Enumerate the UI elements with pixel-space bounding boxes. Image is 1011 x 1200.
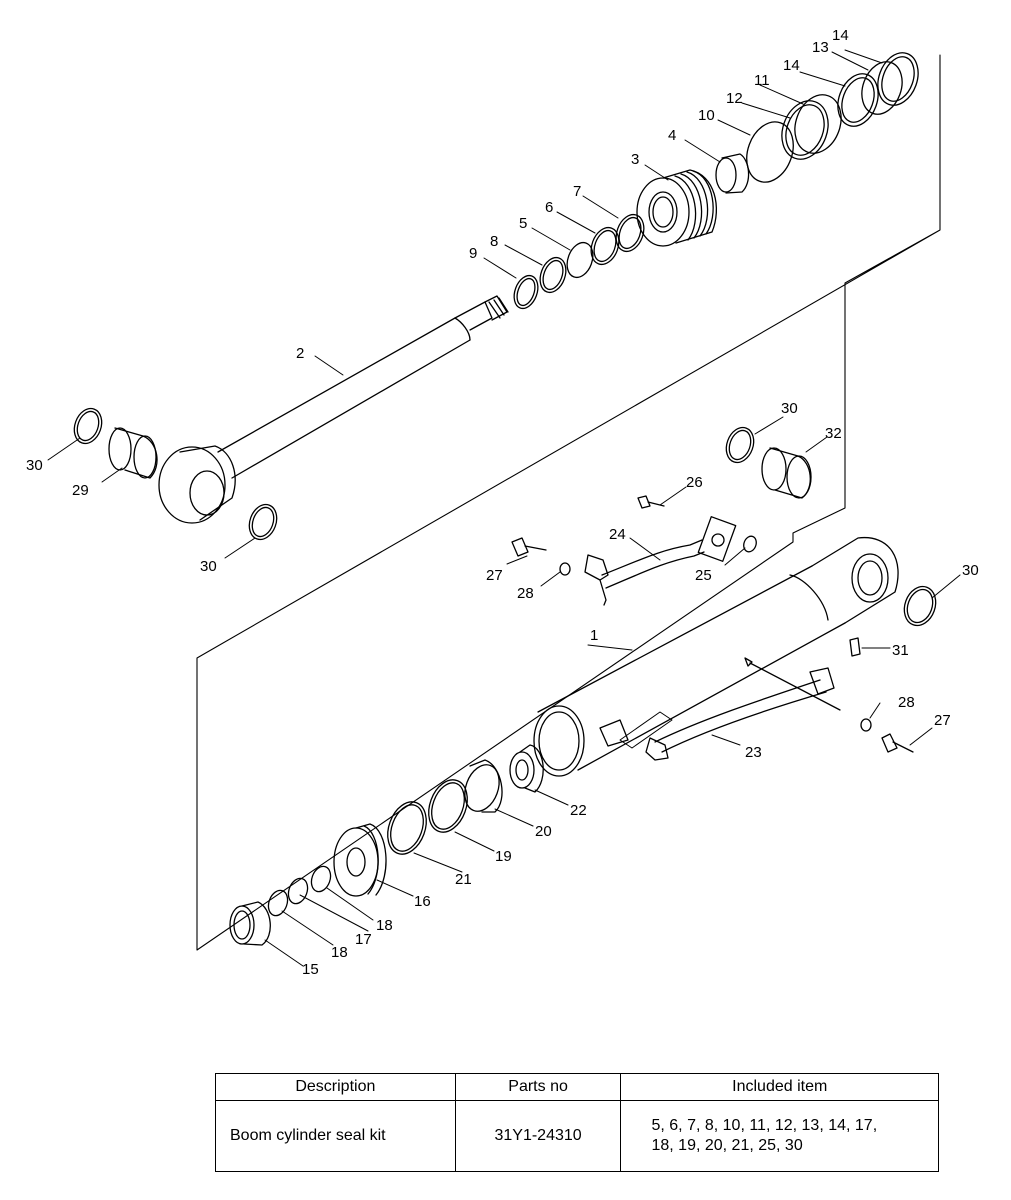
cell-description: Boom cylinder seal kit [215,1100,456,1172]
callout-28-upper: 28 [517,585,534,602]
pipe-23 [599,657,841,761]
cell-parts-no: 31Y1-24310 [454,1100,622,1172]
callout-14: 14 [783,57,800,74]
callout-23: 23 [745,744,762,761]
callout-25: 25 [695,567,712,584]
callout-22: 22 [570,802,587,819]
piston-rod [217,295,509,479]
bushing-4 [715,153,750,194]
callout-21: 21 [455,871,472,888]
callout-3: 3 [631,151,639,168]
bolt-26 [637,495,665,509]
ring-11 [794,94,842,154]
callout-15: 15 [302,961,319,978]
callout-2: 2 [296,345,304,362]
callout-18-lower: 18 [331,944,348,961]
ring-30-rod-left [73,407,103,445]
oring-25 [743,535,757,553]
callout-29: 29 [72,482,89,499]
callout-9: 9 [469,245,477,262]
ring-30-rod-right [248,503,278,541]
ring-18-upper [310,865,332,893]
ring-18-lower [267,889,289,917]
callout-11: 11 [754,72,770,89]
callout-7: 7 [573,183,581,200]
washer-28-lower [860,718,872,732]
table-row: Boom cylinder seal kit 31Y1-24310 5, 6, … [215,1100,939,1172]
callout-28-lower: 28 [898,694,915,711]
ring-8 [539,256,567,294]
callout-18-upper: 18 [376,917,393,934]
included-items-line-1: 5, 6, 7, 8, 10, 11, 12, 13, 14, 17, [651,1117,878,1134]
header-included-item: Included item [620,1073,939,1101]
cell-included-items: 5, 6, 7, 8, 10, 11, 12, 13, 14, 17, 18, … [620,1100,939,1172]
ring-9 [513,274,539,310]
ring-6 [590,226,620,266]
seal-kit-table: Description Parts no Included item Boom … [215,1073,939,1172]
callout-30-rod-left: 30 [26,457,43,474]
callout-24: 24 [609,526,626,543]
callout-19: 19 [495,848,512,865]
callout-12: 12 [726,90,743,107]
callout-27-lower: 27 [934,712,951,729]
header-description: Description [215,1073,456,1101]
ring-30-rod-left-inner [76,410,100,442]
ring-10 [746,121,794,183]
ring-20 [464,759,503,813]
nut-22 [509,744,544,793]
callout-30-cyl-top: 30 [781,400,798,417]
bushing-15 [229,901,271,946]
piston-16 [333,823,387,897]
callout-27-upper: 27 [486,567,503,584]
callout-5: 5 [519,215,527,232]
exploded-view-diagram: 1 2 3 4 5 6 7 8 9 10 11 12 13 14 14 15 1… [26,27,979,978]
ring-14-a [837,73,879,127]
ring-14-b [877,52,919,106]
header-parts-no: Parts no [454,1073,622,1101]
ring-17 [287,877,309,905]
bolt-27-lower [881,733,914,753]
callout-16: 16 [414,893,431,910]
leader-lines [47,49,961,967]
callout-10: 10 [698,107,715,124]
ring-30-cyl-right [903,585,937,627]
included-items-line-2: 18, 19, 20, 21, 25, 30 [651,1137,803,1154]
washer-28-upper [559,562,571,576]
bolt-27-upper [511,537,547,557]
bushing-32 [761,447,812,499]
callout-6: 6 [545,199,553,216]
ring-5 [566,241,594,279]
callout-32: 32 [825,425,842,442]
bushing-29 [108,427,158,479]
callout-4: 4 [668,127,676,144]
ring-30-rod-right-inner [251,506,275,538]
assembly-plane-outline [196,54,941,951]
ring-21 [387,801,427,855]
rod-cover-3 [636,169,718,247]
cylinder-tube [533,537,899,777]
pipe-24 [584,516,737,606]
callout-30-rod-right: 30 [200,558,217,575]
callout-14-top: 14 [832,27,849,44]
callout-8: 8 [490,233,498,250]
callout-30-cyl-right: 30 [962,562,979,579]
callout-26: 26 [686,474,703,491]
ring-19 [428,779,468,833]
ring-12 [781,100,829,160]
callout-1: 1 [590,627,598,644]
ring-30-cyl-top [725,426,755,464]
callout-17: 17 [355,931,372,948]
callout-31: 31 [892,642,909,659]
bolt-31 [849,637,861,657]
table-header-row: Description Parts no Included item [215,1073,939,1101]
callout-13: 13 [812,39,829,56]
callout-20: 20 [535,823,552,840]
rod-eye [158,445,236,524]
